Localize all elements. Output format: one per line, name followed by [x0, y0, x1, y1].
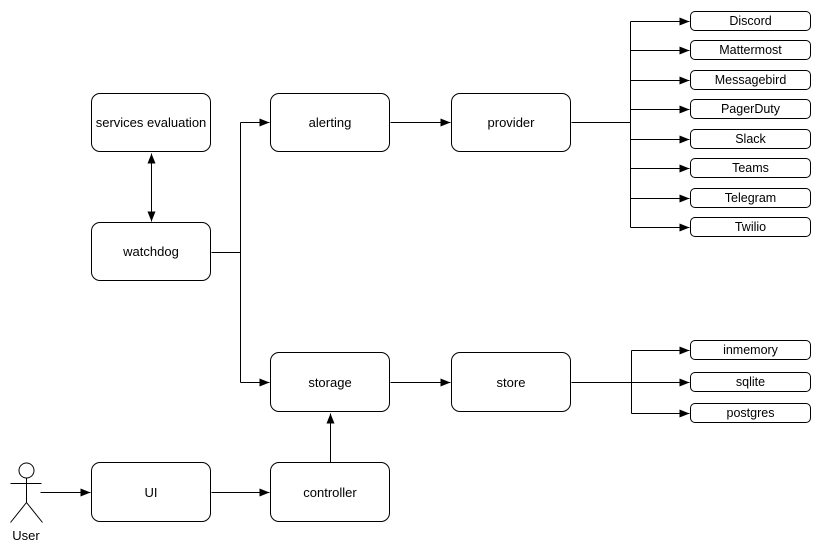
node-label: postgres — [726, 406, 775, 420]
node-provider-telegram: Telegram — [690, 188, 811, 208]
user-actor-label: User — [12, 528, 40, 543]
node-label: alerting — [308, 115, 352, 130]
node-label: Discord — [729, 14, 772, 28]
node-provider-pagerduty: PagerDuty — [690, 99, 811, 119]
node-label: PagerDuty — [720, 102, 781, 116]
node-provider-teams: Teams — [690, 158, 811, 178]
node-label: UI — [144, 484, 158, 500]
node-label: watchdog — [123, 244, 179, 259]
node-label: controller — [303, 484, 357, 500]
node-watchdog: watchdog — [91, 222, 211, 281]
user-actor-figure — [10, 462, 43, 523]
node-controller: controller — [270, 462, 390, 522]
node-provider-messagebird: Messagebird — [690, 70, 811, 90]
node-store-sqlite: sqlite — [690, 372, 811, 392]
actor-head — [18, 462, 35, 479]
node-label: services evaluation — [95, 115, 207, 130]
node-label: Telegram — [724, 191, 777, 205]
node-ui: UI — [91, 462, 211, 522]
node-label: provider — [487, 115, 535, 130]
node-label: inmemory — [723, 343, 778, 357]
node-label: Messagebird — [714, 73, 787, 87]
actor-left-leg — [10, 502, 27, 523]
node-alerting: alerting — [270, 93, 390, 152]
node-store: store — [451, 352, 571, 412]
node-label: store — [496, 374, 526, 390]
node-label: Teams — [732, 161, 769, 175]
node-provider-discord: Discord — [690, 11, 811, 31]
node-label: Slack — [735, 132, 766, 146]
node-store-inmemory: inmemory — [690, 340, 811, 360]
node-provider: provider — [451, 93, 571, 152]
node-store-postgres: postgres — [690, 403, 811, 423]
node-provider-twilio: Twilio — [690, 217, 811, 237]
node-label: Twilio — [734, 220, 767, 234]
node-label: Mattermost — [719, 43, 782, 57]
actor-right-leg — [26, 502, 43, 523]
node-label: storage — [308, 374, 352, 390]
node-provider-mattermost: Mattermost — [690, 40, 811, 60]
node-label: sqlite — [735, 375, 766, 389]
node-storage: storage — [270, 352, 390, 412]
node-services-evaluation: services evaluation — [91, 93, 211, 152]
node-provider-slack: Slack — [690, 129, 811, 149]
